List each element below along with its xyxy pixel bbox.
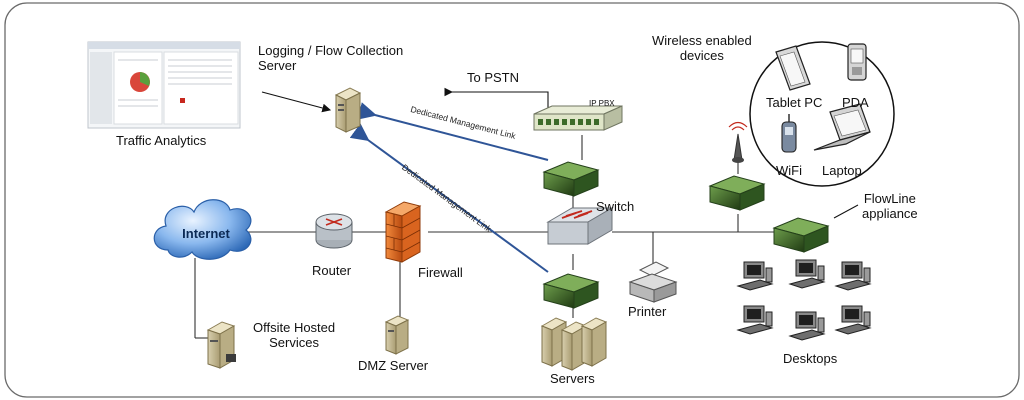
management-link-2 xyxy=(349,123,549,273)
network-links xyxy=(194,135,776,339)
pda-label: PDA xyxy=(842,95,869,110)
internet-label: Internet xyxy=(182,226,230,241)
printer-icon xyxy=(628,261,678,303)
desktop-pc-icon xyxy=(736,305,774,335)
desktop-pc-icon xyxy=(788,311,826,341)
arrow-to-pstn xyxy=(444,87,549,112)
switch-label: Switch xyxy=(596,199,635,214)
servers-label: Servers xyxy=(550,371,595,386)
offsite-services-label: Offsite Hosted Services xyxy=(253,320,336,350)
traffic-analytics-screenshot xyxy=(87,41,241,129)
laptop-icon xyxy=(813,103,871,151)
desktop-computers xyxy=(736,259,872,341)
desktops-label: Desktops xyxy=(783,351,838,366)
flowline-appliance-top xyxy=(542,161,600,197)
router-label: Router xyxy=(312,263,352,278)
ip-pbx-label: IP PBX xyxy=(589,99,615,108)
wifi-phone-icon xyxy=(781,114,797,153)
laptop-label: Laptop xyxy=(822,163,862,178)
wifi-label: WiFi xyxy=(776,163,802,178)
flowline-appliance-bottom xyxy=(542,273,600,309)
flowline-appliance-desktops xyxy=(772,217,830,253)
logging-server-icon xyxy=(334,87,362,133)
internet-cloud-icon xyxy=(153,199,252,260)
arrow-to-analytics xyxy=(261,91,332,113)
desktop-pc-icon xyxy=(834,261,872,291)
wireless-devices-label: Wireless enabled devices xyxy=(652,33,752,63)
ip-pbx-icon xyxy=(533,105,623,131)
logging-server-label: Logging / Flow Collection Server xyxy=(258,43,404,73)
desktop-pc-icon xyxy=(834,305,872,335)
desktop-pc-icon xyxy=(736,261,774,291)
offsite-server-icon xyxy=(206,321,236,369)
flowline-appliance-wireless xyxy=(708,175,766,211)
flowline-pointer xyxy=(833,204,859,219)
firewall-icon xyxy=(384,201,422,263)
servers-icon xyxy=(540,317,608,371)
switch-icon xyxy=(546,207,614,245)
dmz-server-label: DMZ Server xyxy=(358,358,429,373)
tablet-pc-label: Tablet PC xyxy=(766,95,823,110)
wireless-access-point-icon xyxy=(728,121,748,163)
management-link-1 xyxy=(357,102,549,161)
to-pstn-label: To PSTN xyxy=(467,70,520,85)
router-icon xyxy=(315,213,353,249)
tablet-pc-icon xyxy=(775,45,811,91)
dmz-server-icon xyxy=(384,315,410,355)
diagram-frame xyxy=(4,2,1020,398)
printer-label: Printer xyxy=(628,304,667,319)
flowline-appliance-label: FlowLine appliance xyxy=(862,191,918,221)
desktop-pc-icon xyxy=(788,259,826,289)
traffic-analytics-label: Traffic Analytics xyxy=(116,133,207,148)
firewall-label: Firewall xyxy=(418,265,463,280)
pda-icon xyxy=(847,43,867,81)
